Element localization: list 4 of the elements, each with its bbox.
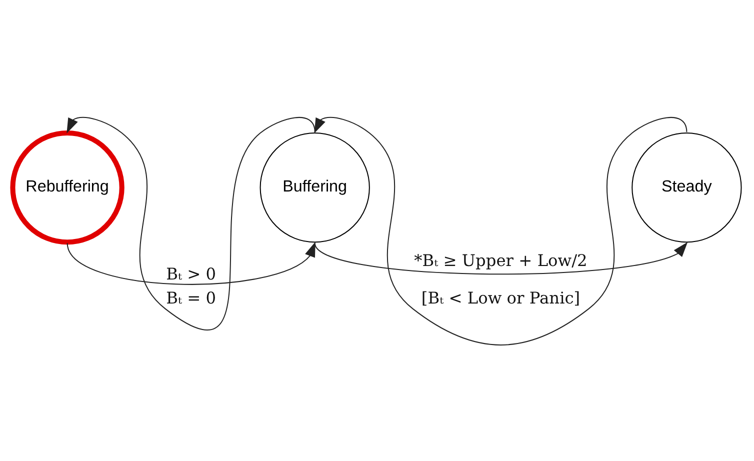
edge-label: Bₜ > 0 xyxy=(166,264,216,283)
edge-label: *Bₜ ≥ Upper + Low/2 xyxy=(414,250,588,270)
edge-label: Bₜ = 0 xyxy=(166,288,216,308)
edge-label: [Bₜ < Low or Panic] xyxy=(421,288,580,308)
